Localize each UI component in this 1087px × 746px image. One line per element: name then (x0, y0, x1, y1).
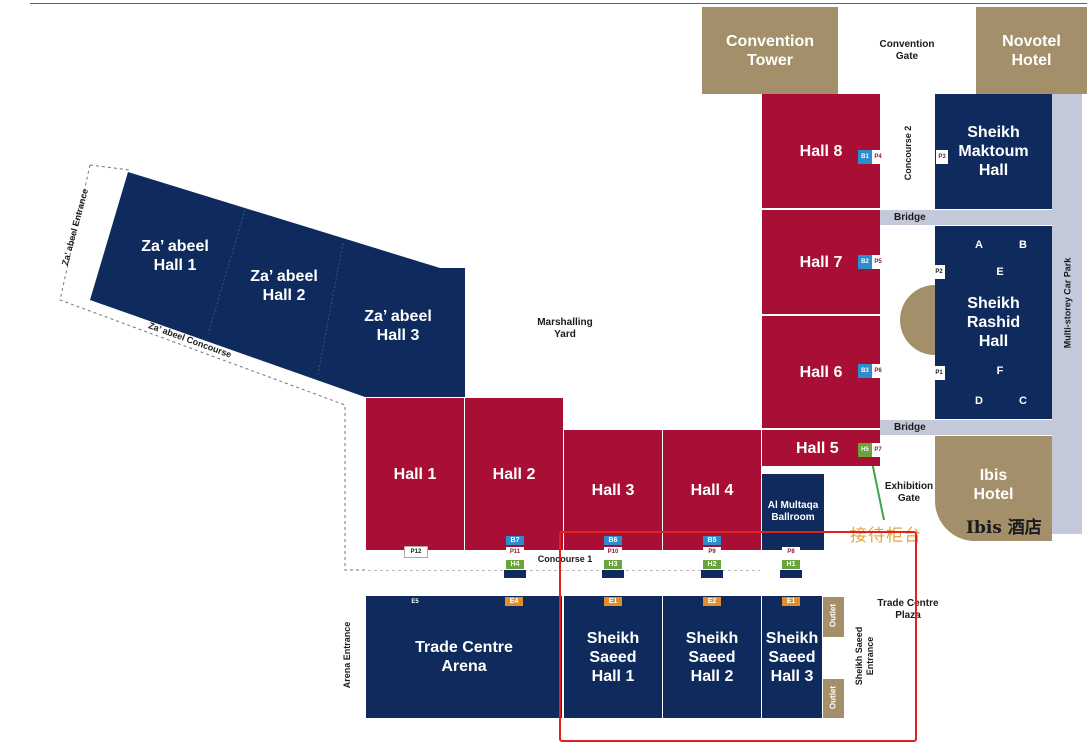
exhibition-gate-label: Exhibition Gate (884, 481, 934, 504)
p4-label: P4 (872, 150, 884, 164)
outlet-top[interactable] (823, 597, 844, 637)
p2-label: P2 (933, 265, 945, 279)
p1-label: P1 (933, 366, 945, 380)
h2-tag: H2 (703, 560, 721, 569)
p9-label: P9 (703, 547, 721, 556)
h4-tag: H4 (506, 560, 524, 569)
sheikh-saeed-hall-3[interactable]: Sheikh Saeed Hall 3 (762, 596, 822, 718)
concourse-1-label: Concourse 1 (537, 554, 593, 564)
arena-entrance-label: Arena Entrance (342, 621, 352, 689)
ibis-hotel[interactable]: Ibis Hotel (935, 436, 1052, 541)
b2-tag: B2 (858, 255, 872, 269)
b7-tag: B7 (506, 536, 524, 545)
hall-3[interactable]: Hall 3 (564, 430, 662, 550)
h1-plate (780, 570, 802, 578)
novotel-hotel[interactable]: Novotel Hotel (976, 7, 1087, 94)
concourse-1-strip (366, 550, 762, 570)
e1-tag-b: E1 (782, 597, 800, 606)
sheikh-rashid-hall[interactable]: Sheikh Rashid Hall (935, 226, 1052, 419)
rashid-section-d: D (975, 395, 983, 407)
p7-label: P7 (872, 443, 884, 457)
hall-1[interactable]: Hall 1 (366, 398, 464, 550)
trade-centre-arena[interactable]: Trade Centre Arena (366, 596, 562, 718)
p5-label: P5 (872, 255, 884, 269)
b5-tag: B5 (703, 536, 721, 545)
convention-tower[interactable]: Convention Tower (702, 7, 838, 94)
highlight-box (559, 531, 917, 742)
sheikh-maktoum-hall[interactable]: Sheikh Maktoum Hall (935, 94, 1052, 209)
e1-tag-a: E1 (604, 597, 622, 606)
b1-tag: B1 (858, 150, 872, 164)
p3-label: P3 (936, 150, 948, 164)
zaabeel-halls-shape (90, 172, 465, 397)
multi-storey-car-park[interactable] (1052, 94, 1082, 534)
p8-label: P8 (782, 547, 800, 556)
rashid-section-e: E (996, 266, 1004, 278)
e4-tag: E4 (505, 597, 523, 606)
e5-tag: E5 (411, 598, 419, 605)
p12-label: P12 (404, 546, 428, 558)
ibis-chinese-annotation: Ibis 酒店 (966, 518, 1042, 538)
h5-tag: H5 (858, 443, 872, 457)
p6-label: P6 (872, 364, 884, 378)
marshalling-yard-label: Marshalling Yard (537, 317, 593, 340)
top-border-line (30, 3, 1087, 4)
sheikh-saeed-hall-1[interactable]: Sheikh Saeed Hall 1 (564, 596, 662, 718)
zaabeel-hall-3: Za’ abeel Hall 3 (364, 308, 432, 344)
sheikh-saeed-hall-2[interactable]: Sheikh Saeed Hall 2 (663, 596, 761, 718)
h1-tag: H1 (782, 560, 800, 569)
outlet-bottom[interactable] (823, 679, 844, 718)
h2-plate (701, 570, 723, 578)
trade-centre-plaza-label: Trade Centre Plaza (877, 598, 939, 621)
zaabeel-hall-2: Za’ abeel Hall 2 (250, 268, 318, 304)
h3-plate (602, 570, 624, 578)
bridge-top: Bridge (880, 210, 1052, 225)
hall-2[interactable]: Hall 2 (465, 398, 563, 550)
rashid-section-c: C (1019, 395, 1027, 407)
rashid-section-a: A (975, 239, 983, 251)
al-multaqa-ballroom[interactable]: Al Multaqa Ballroom (762, 474, 824, 550)
zaabeel-hall-1: Za’ abeel Hall 1 (141, 238, 209, 274)
e2-tag: E2 (703, 597, 721, 606)
multi-storey-car-park-label: Multi-storey Car Park (1062, 257, 1073, 349)
bridge-bottom: Bridge (880, 420, 1052, 435)
rashid-section-b: B (1019, 239, 1027, 251)
b3-tag: B3 (858, 364, 872, 378)
concourse-2-label: Concourse 2 (903, 125, 913, 181)
p10-label: P10 (604, 547, 622, 556)
h4-plate (504, 570, 526, 578)
b6-tag: B6 (604, 536, 622, 545)
convention-gate[interactable]: Convention Gate (879, 38, 935, 62)
hall-4[interactable]: Hall 4 (663, 430, 761, 550)
h3-tag: H3 (604, 560, 622, 569)
p11-label: P11 (506, 547, 524, 556)
rashid-section-f: F (996, 365, 1004, 377)
